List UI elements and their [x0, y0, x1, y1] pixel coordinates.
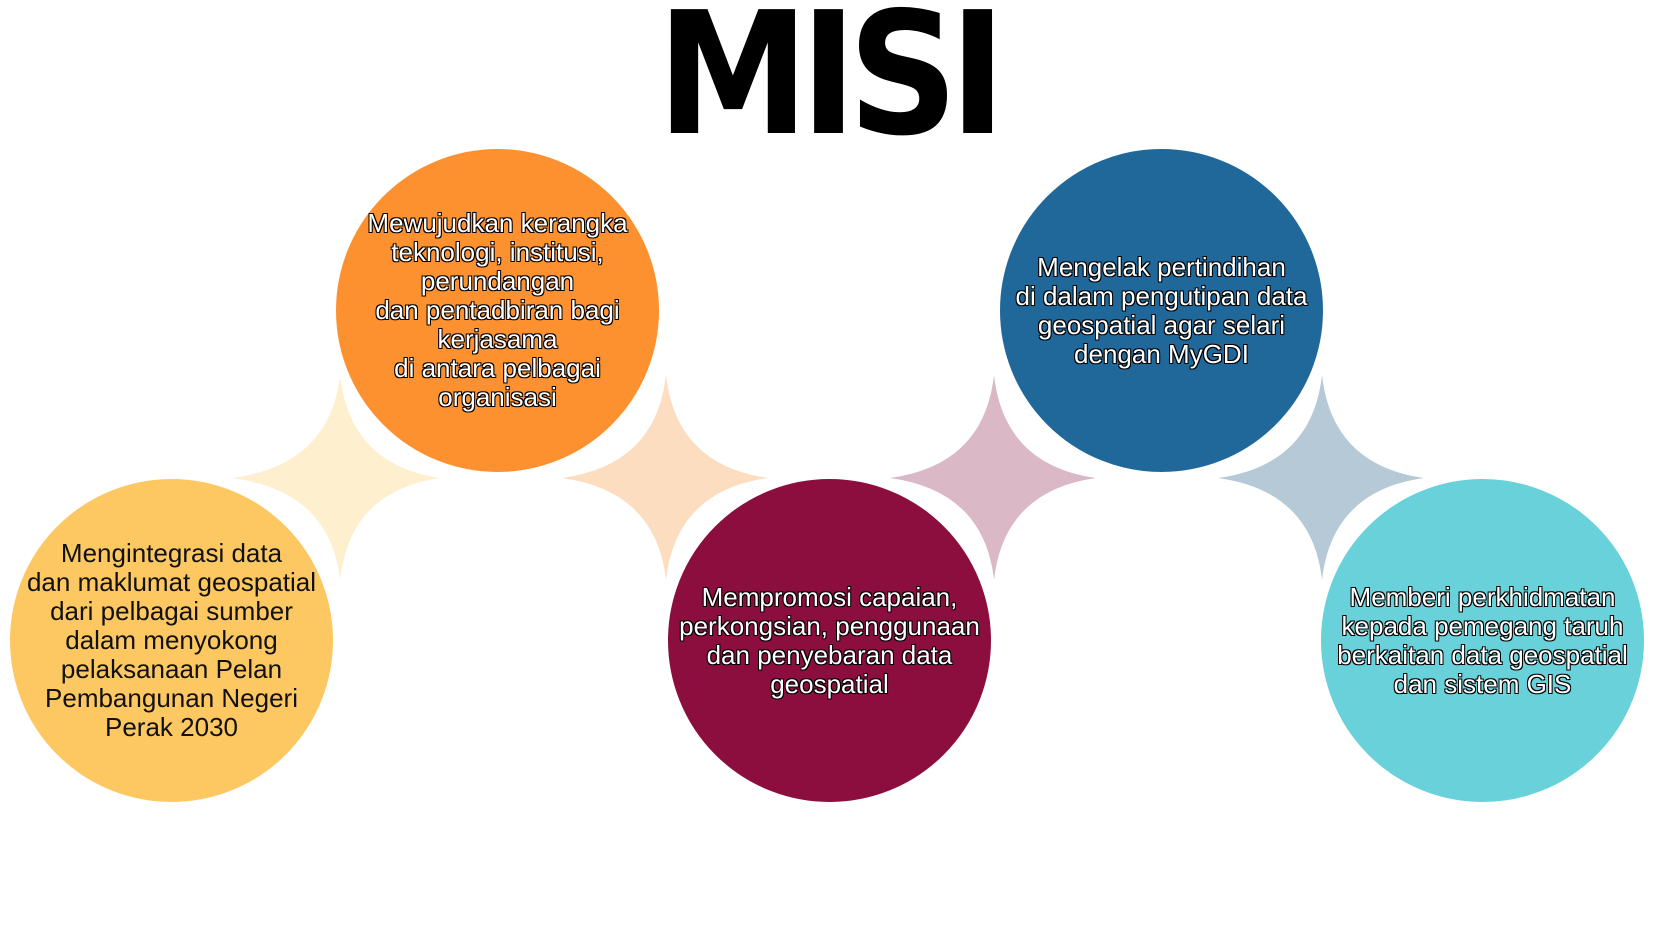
page-title: MISI [656, 0, 1006, 174]
mission-text-4: Mengelak pertindihan di dalam pengutipan… [1015, 251, 1308, 369]
connector-shape-2 [562, 375, 768, 580]
mission-circle-2: Mewujudkan kerangka teknologi, institusi… [326, 139, 669, 482]
mission-text-5: Memberi perkhidmatan kepada pemegang tar… [1337, 581, 1629, 699]
mission-circle-4: Mengelak pertindihan di dalam pengutipan… [990, 139, 1333, 482]
connector-shape-1 [232, 375, 440, 580]
mission-text-1: Mengintegrasi data dan maklumat geospati… [26, 538, 317, 742]
mission-circle-3: Mempromosi capaian, perkongsian, penggun… [658, 469, 1001, 812]
connector-shape-4 [1218, 375, 1424, 580]
mission-text-2: Mewujudkan kerangka teknologi, institusi… [367, 208, 628, 412]
mission-text-3: Mempromosi capaian, perkongsian, penggun… [679, 581, 981, 699]
mission-circle-1: Mengintegrasi data dan maklumat geospati… [0, 469, 343, 812]
connector-shape-3 [890, 375, 1096, 580]
mission-circle-5: Memberi perkhidmatan kepada pemegang tar… [1311, 469, 1654, 812]
